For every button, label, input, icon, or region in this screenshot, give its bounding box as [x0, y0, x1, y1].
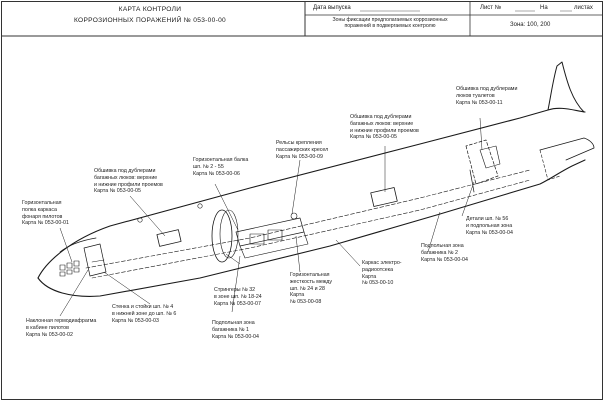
callout-baggage-1-underfloor: Подпольная зона багажника № 1 Карта № 05…: [212, 320, 259, 340]
sheets-label: листах: [574, 5, 593, 11]
zone-description: Зоны фиксации предполагаемых коррозионны…: [332, 17, 448, 30]
sheet-title-line1: КАРТА КОНТРОЛИ: [118, 6, 182, 13]
issue-date-label: Дата выпуска: [313, 5, 351, 11]
callout-inclined-pressure-bulkhead: Наклонная гермодиафрагма в кабине пилото…: [26, 318, 97, 338]
callout-lavatory-door-skin: Обшивка под дублерами люков туалетов Кар…: [456, 86, 518, 106]
sheet-number-label: Лист №: [480, 5, 502, 11]
of-label: На: [540, 5, 548, 11]
sheet-title-line2: КОРРОЗИОННЫХ ПОРАЖЕНИЙ № 053-00-00: [73, 17, 227, 24]
callout-seat-rails: Рельсы крепления пассажирских кресел Кар…: [276, 140, 329, 160]
fuselage-lower-contour: [37, 159, 586, 297]
callout-baggage-door-1-skin: Обшивка под дублерами багажных люков: ве…: [94, 168, 163, 195]
callout-stringers-32: Стрингеры № 32 в зоне шп. № 18-24 Карта …: [214, 287, 262, 307]
callout-cockpit-canopy-frame: Горизонтальная полка каркаса фонаря пило…: [22, 200, 69, 227]
callout-frame-56-details: Детали шп. № 56 и подпольная зона Карта …: [466, 216, 513, 236]
callout-frame-4-web: Стенка и стойки шп. № 4 в нижней зоне до…: [112, 304, 177, 324]
tail-fin: [547, 61, 585, 113]
zone-label: Зона: 100, 200: [510, 22, 551, 28]
callout-electro-bay-frame: Каркас электро- радиоотсека Карта № 053-…: [362, 260, 402, 287]
callout-horizontal-beam: Горизонтальная балка шп. № 2 - 55 Карта …: [193, 157, 249, 177]
fuselage-upper-contour: [37, 107, 586, 279]
callout-baggage-2-underfloor: Подпольная зона багажника № 2 Карта № 05…: [421, 243, 468, 263]
callout-baggage-door-2-skin: Обшивка под дублерами багажных люков: ве…: [350, 114, 419, 141]
callout-horizontal-stiffener: Горизонтальная жесткость между шп. № 24 …: [290, 272, 333, 306]
